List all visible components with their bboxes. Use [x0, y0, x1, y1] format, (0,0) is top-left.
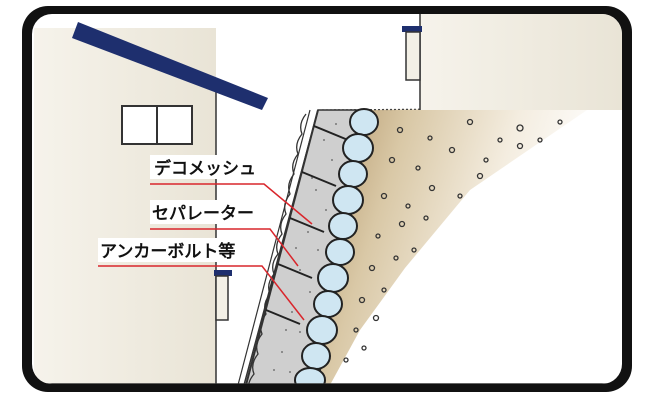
label-anchor-bolt: アンカーボルト等	[100, 241, 235, 262]
callout-anchor-bolt: アンカーボルト等	[98, 238, 305, 321]
label-separator: セパレーター	[152, 204, 254, 224]
right-house-eave	[402, 26, 422, 81]
label-deco-mesh: デコメッシュ	[154, 158, 256, 179]
callout-separator: セパレーター	[150, 200, 299, 267]
left-house-roof	[72, 22, 268, 110]
left-house-window	[121, 105, 193, 145]
concrete-texture	[273, 123, 337, 373]
stone-column	[294, 108, 379, 384]
deco-mesh-wave	[248, 113, 307, 384]
callout-deco-mesh: デコメッシュ	[150, 155, 313, 225]
separator-ties	[265, 125, 349, 325]
concrete-wall	[243, 109, 361, 384]
backfill-soil	[300, 108, 590, 384]
gravel	[343, 118, 563, 363]
right-house-wall	[420, 14, 622, 110]
left-house-eave	[214, 270, 232, 321]
